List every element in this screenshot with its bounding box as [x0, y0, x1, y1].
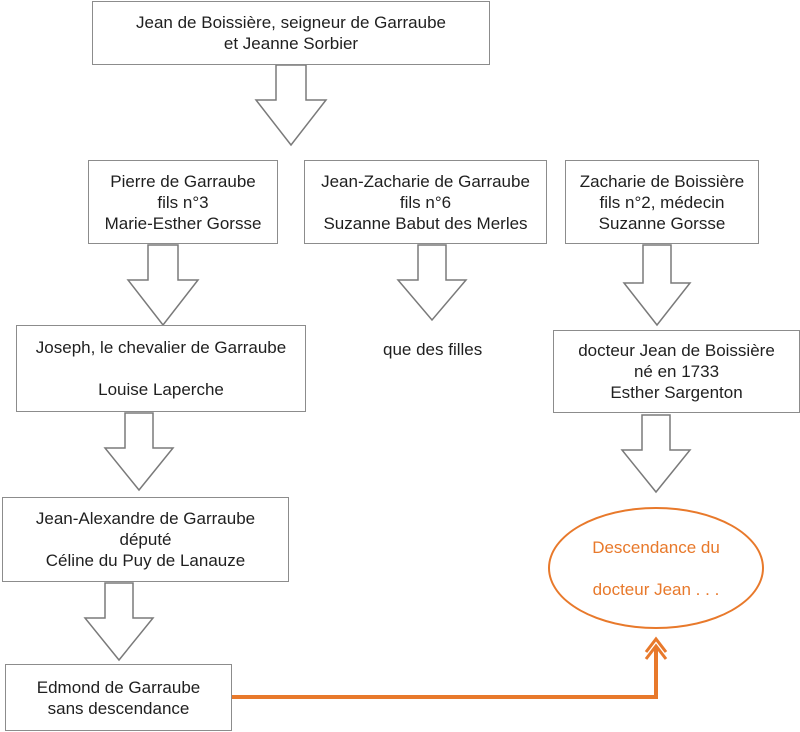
node-jean-alexandre-de-garraube: Jean-Alexandre de Garraube député Céline…	[2, 497, 289, 582]
down-arrow-icon	[396, 244, 468, 322]
node-edmond-de-garraube: Edmond de Garraube sans descendance	[5, 664, 232, 731]
node-jean-de-boissiere: Jean de Boissière, seigneur de Garraube …	[92, 1, 490, 65]
node-jean-zacharie-de-garraube: Jean-Zacharie de Garraube fils n°6 Suzan…	[304, 160, 547, 244]
node-line: et Jeanne Sorbier	[223, 34, 359, 53]
node-line: docteur Jean de Boissière	[578, 341, 775, 360]
node-line: Pierre de Garraube	[110, 171, 256, 191]
descendance-line: docteur Jean . . .	[592, 580, 720, 599]
node-line: Joseph, le chevalier de Garraube	[35, 338, 287, 357]
node-joseph-chevalier: Joseph, le chevalier de Garraube Louise …	[16, 325, 306, 412]
down-arrow-icon	[126, 244, 200, 327]
down-arrow-icon	[83, 582, 155, 662]
node-docteur-jean-de-boissiere: docteur Jean de Boissière né en 1733 Est…	[553, 330, 800, 413]
node-line: sans descendance	[47, 698, 190, 718]
orange-chevron-icon	[644, 643, 668, 660]
node-pierre-de-garraube: Pierre de Garraube fils n°3 Marie-Esther…	[88, 160, 278, 244]
node-line: Louise Laperche	[98, 380, 224, 399]
node-line: né en 1733	[633, 362, 720, 381]
orange-connector-line	[232, 648, 658, 699]
node-line: Esther Sargenton	[610, 383, 743, 402]
node-line: Jean de Boissière, seigneur de Garraube	[136, 13, 446, 32]
node-zacharie-de-boissiere: Zacharie de Boissière fils n°2, médecin …	[565, 160, 759, 244]
down-arrow-icon	[620, 414, 692, 494]
node-line: fils n°3	[157, 192, 209, 212]
node-line: Marie-Esther Gorsse	[104, 213, 262, 233]
node-line: Suzanne Gorsse	[598, 213, 726, 233]
node-line: Edmond de Garraube	[36, 677, 201, 697]
node-line: député	[119, 530, 172, 549]
que-des-filles-label: que des filles	[383, 340, 483, 359]
node-line: fils n°6	[399, 192, 452, 212]
node-line: Zacharie de Boissière	[579, 171, 745, 191]
node-line: Céline du Puy de Lanauze	[45, 551, 246, 570]
orange-chevron-icon	[644, 636, 668, 653]
down-arrow-icon	[254, 64, 328, 147]
node-line: Jean-Alexandre de Garraube	[35, 509, 256, 528]
node-line: fils n°2, médecin	[599, 192, 725, 212]
node-line: Suzanne Babut des Merles	[323, 213, 528, 233]
down-arrow-icon	[622, 244, 692, 327]
descendance-ellipse: Descendance du docteur Jean . . .	[548, 507, 764, 629]
node-line: Jean-Zacharie de Garraube	[321, 171, 530, 191]
down-arrow-icon	[103, 412, 175, 492]
descendance-line: Descendance du	[592, 538, 720, 557]
